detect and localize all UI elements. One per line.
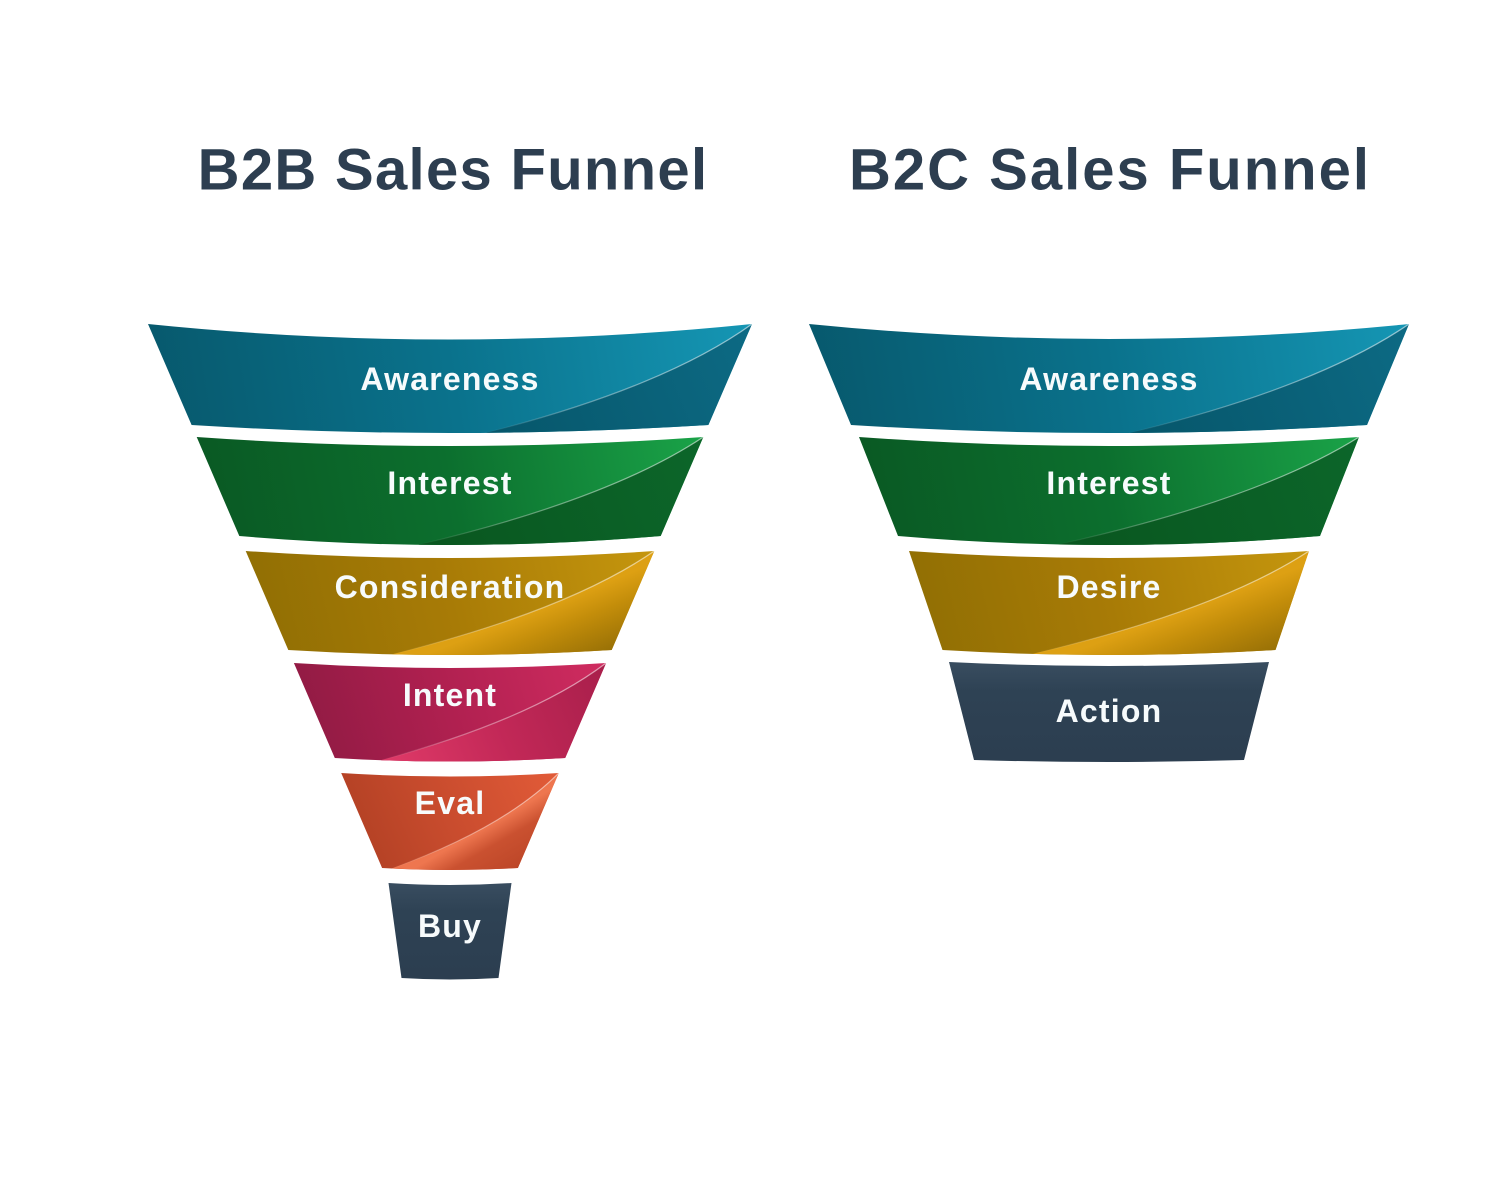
svg-text:Buy: Buy (418, 908, 482, 944)
svg-text:B2B Sales Funnel: B2B Sales Funnel (198, 138, 709, 203)
svg-text:Consideration: Consideration (335, 569, 566, 605)
svg-text:Interest: Interest (1046, 465, 1171, 501)
svg-text:Desire: Desire (1056, 569, 1161, 605)
svg-text:Intent: Intent (403, 677, 497, 713)
svg-text:Eval: Eval (415, 785, 486, 821)
svg-text:Awareness: Awareness (1019, 361, 1198, 397)
svg-text:Awareness: Awareness (360, 361, 539, 397)
svg-text:Action: Action (1056, 693, 1163, 729)
svg-text:B2C Sales Funnel: B2C Sales Funnel (849, 138, 1371, 203)
svg-text:Interest: Interest (387, 465, 512, 501)
